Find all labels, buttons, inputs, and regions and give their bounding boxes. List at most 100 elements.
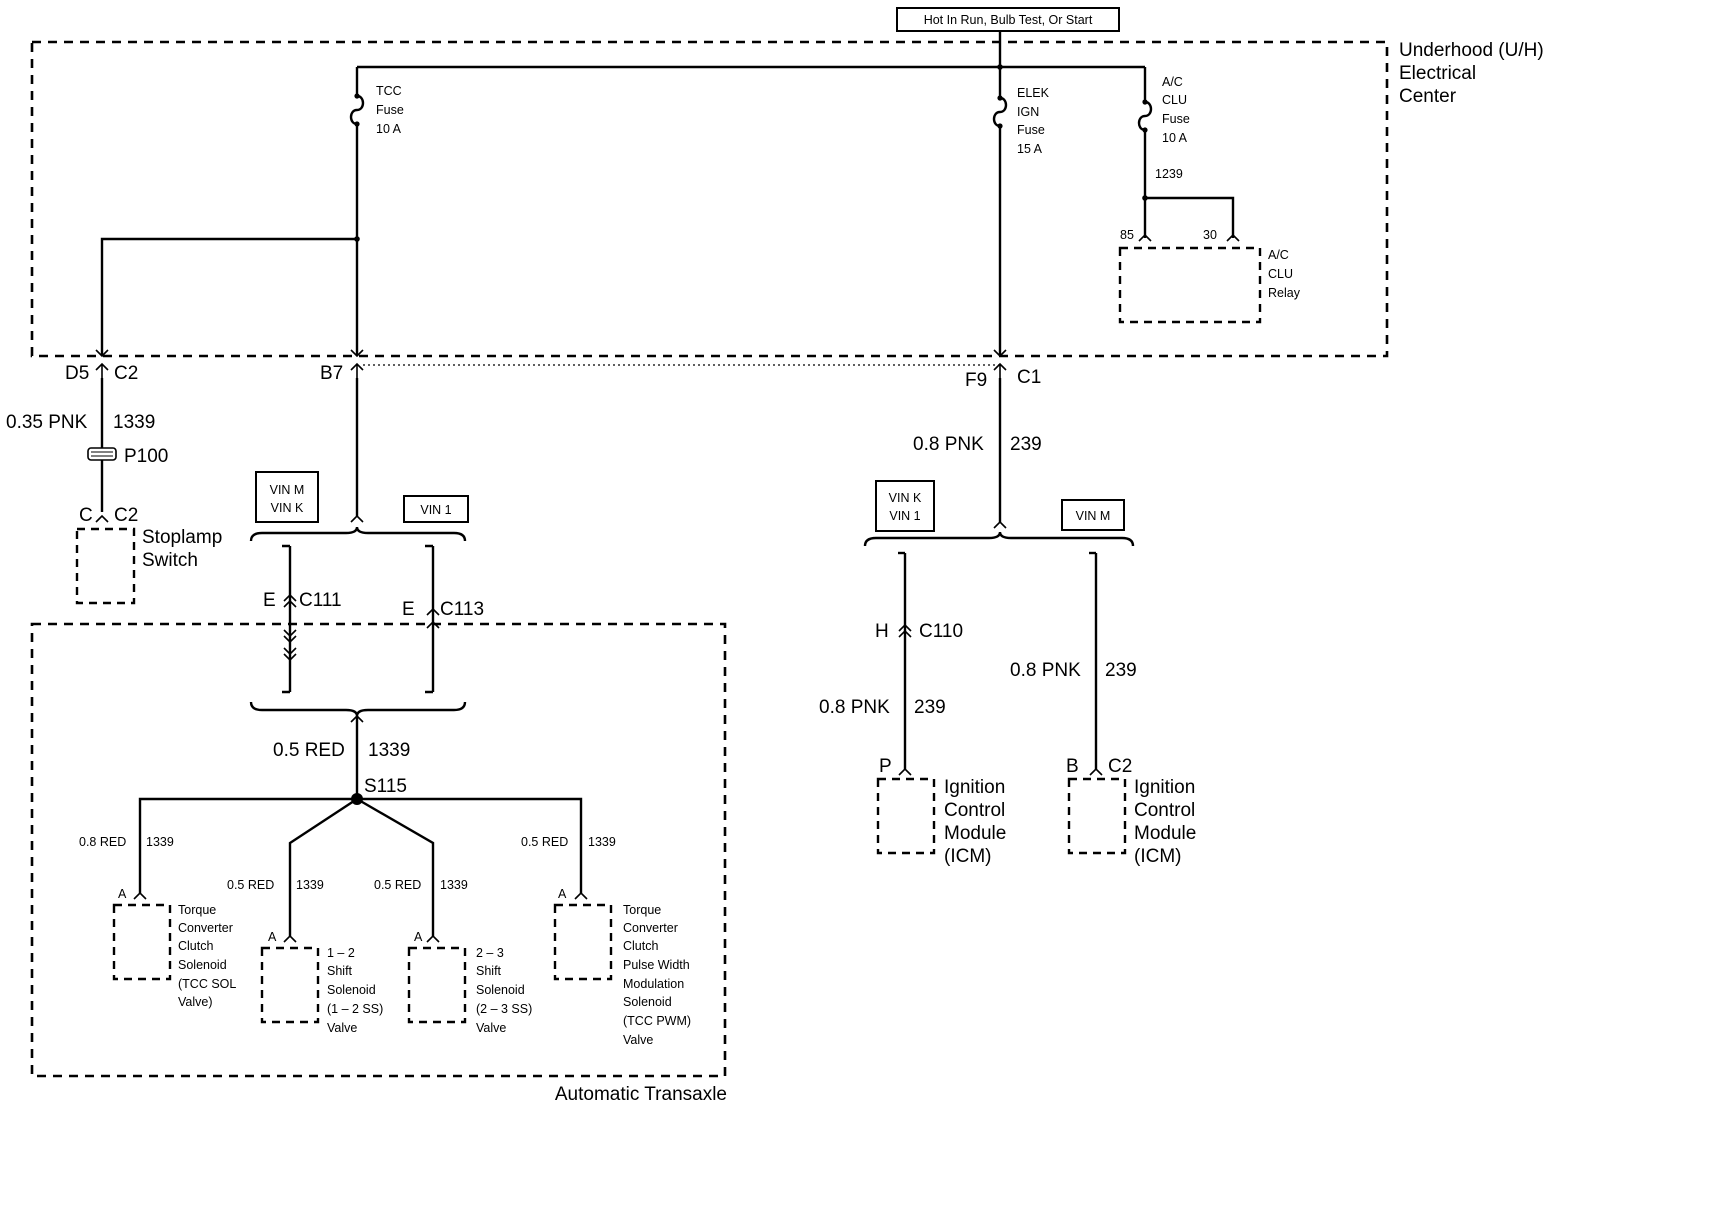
ss12-wire-gauge: 0.5 RED: [227, 878, 274, 892]
tcc-sol-outline: [112, 903, 172, 981]
ss23-label: 2 – 3 Shift Solenoid (2 – 3 SS) Valve: [476, 946, 532, 1035]
svg-text:Valve): Valve): [178, 995, 213, 1009]
relay-pin-85: 85: [1120, 228, 1134, 242]
ss23-outline: [407, 946, 467, 1024]
p100-connector-icon: [87, 447, 117, 461]
svg-text:A/C: A/C: [1268, 248, 1289, 262]
icm2-outline: [1067, 777, 1127, 855]
svg-text:Center: Center: [1399, 86, 1457, 107]
svg-text:VIN M: VIN M: [270, 483, 305, 497]
tcc-fuse-label: TCC Fuse 10 A: [376, 84, 404, 136]
svg-text:Solenoid: Solenoid: [623, 995, 672, 1009]
stoplamp-connector-c2: C2: [114, 505, 138, 526]
svg-text:Clutch: Clutch: [178, 939, 213, 953]
icm2-wire-circuit: 239: [1105, 660, 1137, 681]
vin-box-left-b: [403, 495, 469, 523]
elek-ign-fuse-label: ELEK IGN Fuse 15 A: [1017, 86, 1050, 156]
tcc-sol-wire-gauge: 0.8 RED: [79, 835, 126, 849]
svg-text:Control: Control: [944, 800, 1005, 821]
icm-vin-bracket: [863, 531, 1135, 547]
svg-text:Valve: Valve: [476, 1021, 506, 1035]
svg-text:15 A: 15 A: [1017, 142, 1043, 156]
c110-label: C110: [919, 621, 963, 642]
trans-wire-circuit: 1339: [368, 740, 410, 761]
tcc-sol-pin-a: A: [118, 887, 127, 901]
icm1-label: Ignition Control Module (ICM): [944, 777, 1006, 867]
vin-box-right-a: [875, 480, 935, 532]
svg-text:VIN M: VIN M: [1076, 509, 1111, 523]
icm-feed-wire-circuit: 239: [1010, 434, 1042, 455]
power-source-box: [896, 7, 1120, 32]
svg-text:(TCC SOL: (TCC SOL: [178, 977, 236, 991]
connector-b7: B7: [320, 363, 343, 384]
tcc-sol-label: Torque Converter Clutch Solenoid (TCC SO…: [178, 903, 236, 1009]
icm1-wire-circuit: 239: [914, 697, 946, 718]
vin-box-right-b: [1061, 499, 1125, 531]
automatic-transaxle-outline: [30, 622, 727, 1078]
power-source-label: Hot In Run, Bulb Test, Or Start: [924, 13, 1093, 27]
vin-option-bracket-bottom: [249, 701, 467, 717]
splice-s115-label: S115: [364, 776, 407, 797]
svg-text:Torque: Torque: [178, 903, 216, 917]
p100-label: P100: [124, 446, 168, 467]
connector-c2: C2: [114, 363, 138, 384]
icm1-outline: [876, 777, 936, 855]
c113-label: C113: [440, 599, 484, 620]
ac-circuit-number: 1239: [1155, 167, 1183, 181]
connector-c1: C1: [1017, 367, 1041, 388]
underhood-title: Underhood (U/H) Electrical Center: [1399, 40, 1544, 107]
ss12-wire-circuit: 1339: [296, 878, 324, 892]
icm2-connector-c2: C2: [1108, 756, 1132, 777]
svg-text:Clutch: Clutch: [623, 939, 658, 953]
pwm-pin-a: A: [558, 887, 567, 901]
c111-pin-e: E: [263, 590, 276, 611]
svg-text:Torque: Torque: [623, 903, 661, 917]
trans-wire-gauge: 0.5 RED: [273, 740, 345, 761]
tcc-fuse: [349, 67, 365, 355]
svg-text:CLU: CLU: [1162, 93, 1187, 107]
svg-text:VIN K: VIN K: [271, 501, 304, 515]
ss23-wire: [356, 797, 435, 936]
wiring-diagram: Hot In Run, Bulb Test, Or Start Underhoo…: [6, 7, 1544, 1105]
c113-pin-e: E: [402, 599, 415, 620]
ss23-wire-gauge: 0.5 RED: [374, 878, 421, 892]
icm2-pin-b: B: [1066, 756, 1079, 777]
c110-pin-h: H: [875, 621, 889, 642]
svg-text:Fuse: Fuse: [1162, 112, 1190, 126]
elek-ign-fuse: [992, 67, 1008, 355]
ac-clu-fuse: [1137, 67, 1153, 198]
pwm-label: Torque Converter Clutch Pulse Width Modu…: [623, 903, 691, 1047]
icm2-label: Ignition Control Module (ICM): [1134, 777, 1196, 867]
ss12-pin-a: A: [268, 930, 277, 944]
svg-text:Switch: Switch: [142, 550, 198, 571]
svg-text:Control: Control: [1134, 800, 1195, 821]
svg-text:Electrical: Electrical: [1399, 63, 1476, 84]
svg-text:10 A: 10 A: [1162, 131, 1188, 145]
svg-text:VIN 1: VIN 1: [420, 503, 451, 517]
connector-f9: F9: [965, 370, 987, 391]
svg-text:VIN 1: VIN 1: [889, 509, 920, 523]
svg-text:Valve: Valve: [623, 1033, 653, 1047]
svg-text:Modulation: Modulation: [623, 977, 684, 991]
icm-feed-wire-gauge: 0.8 PNK: [913, 434, 984, 455]
svg-text:Solenoid: Solenoid: [178, 958, 227, 972]
svg-text:Underhood (U/H): Underhood (U/H): [1399, 40, 1544, 61]
stoplamp-feed-wire: [100, 237, 357, 355]
vin-option-bracket-top: [249, 526, 467, 542]
svg-text:Relay: Relay: [1268, 286, 1301, 300]
svg-text:2 – 3: 2 – 3: [476, 946, 504, 960]
svg-text:Shift: Shift: [327, 964, 353, 978]
tcc-sol-wire: [138, 797, 357, 893]
icm1-pin-p: P: [879, 756, 892, 777]
svg-text:Ignition: Ignition: [1134, 777, 1195, 798]
stoplamp-switch-label: Stoplamp Switch: [142, 527, 222, 571]
svg-text:Solenoid: Solenoid: [327, 983, 376, 997]
svg-text:Pulse Width: Pulse Width: [623, 958, 690, 972]
icm2-wire-gauge: 0.8 PNK: [1010, 660, 1081, 681]
relay-pin-30: 30: [1203, 228, 1217, 242]
svg-text:Valve: Valve: [327, 1021, 357, 1035]
stoplamp-wire-circuit: 1339: [113, 412, 155, 433]
svg-text:Ignition: Ignition: [944, 777, 1005, 798]
icm1-wire-gauge: 0.8 PNK: [819, 697, 890, 718]
svg-text:10 A: 10 A: [376, 122, 402, 136]
